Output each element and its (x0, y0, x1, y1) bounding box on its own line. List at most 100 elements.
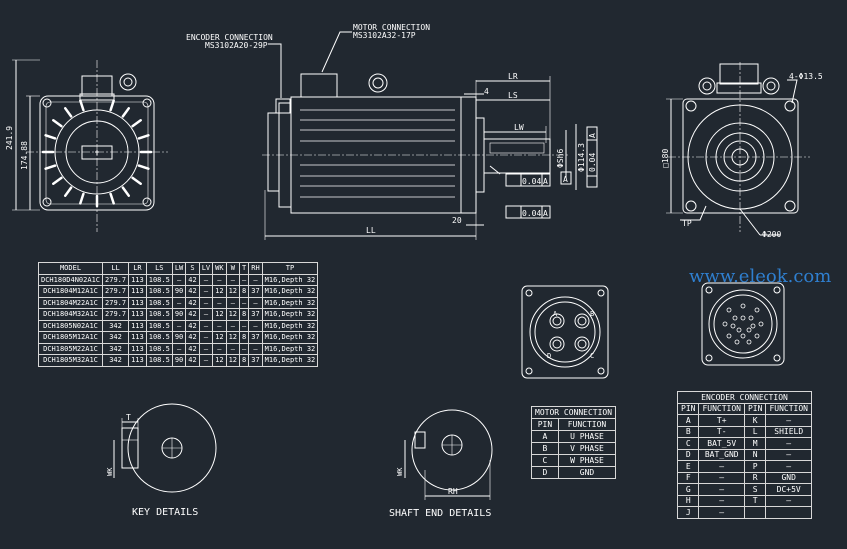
spec-column-header: LL (102, 262, 130, 275)
spec-cell: M16,Depth 32 (261, 342, 319, 355)
ec-cell (743, 506, 767, 519)
ec-cell: R (743, 471, 767, 484)
front-view (12, 59, 168, 232)
encoder-pin-hole (736, 327, 742, 333)
cooling-fin (79, 192, 85, 205)
ec-cell: — (765, 460, 812, 473)
side-view (262, 31, 598, 240)
spec-cell: 108.5 (145, 319, 173, 332)
spec-cell: 342 (102, 319, 130, 332)
encoder-connection-table: ENCODER CONNECTION PIN FUNCTION PIN FUNC… (676, 391, 812, 519)
encoder-connector-pins (722, 303, 764, 345)
spec-cell: — (198, 319, 214, 332)
encoder-pin-hole (740, 315, 746, 321)
ec-cell: K (743, 414, 767, 427)
motor-pin-label: C (590, 352, 594, 360)
ec-cell: T (743, 494, 767, 507)
ec-cell: — (698, 460, 745, 473)
cooling-fin (52, 119, 63, 128)
datum-a-2: A (543, 209, 548, 218)
spec-cell: 113 (128, 342, 147, 355)
datum-a-3: A (563, 175, 568, 184)
spec-cell: — (212, 296, 227, 309)
spec-cell: DCH1804M12A1C (37, 285, 104, 298)
shaft-end-details-title: SHAFT END DETAILS (389, 508, 491, 519)
key-details-drawing (113, 403, 217, 493)
motor-pin-label: A (553, 310, 558, 318)
dim-ll: LL (366, 226, 376, 235)
spec-cell: 8 (239, 285, 250, 298)
ec-header-function: FUNCTION (765, 402, 812, 415)
spec-column-header: LS (145, 262, 173, 275)
spec-column-header: T (239, 262, 250, 275)
cooling-fin (137, 134, 150, 140)
encoder-connection-callout: ENCODER CONNECTION (186, 33, 273, 42)
ec-cell (765, 506, 812, 519)
ec-table-row: E—P— (676, 460, 812, 473)
cooling-fin (121, 186, 130, 197)
spec-cell: M16,Depth 32 (261, 319, 319, 332)
spec-cell: M16,Depth 32 (261, 285, 319, 298)
ec-cell: E (676, 460, 700, 473)
ec-cell: T+ (698, 414, 745, 427)
spec-cell: — (198, 273, 214, 286)
spec-cell: — (225, 342, 241, 355)
spec-cell: M16,Depth 32 (261, 354, 319, 367)
spec-cell: 108.5 (145, 285, 173, 298)
encoder-pin-hole (746, 339, 752, 345)
mc-header-pin: PIN (531, 418, 559, 431)
ec-cell: — (765, 437, 812, 450)
mc-cell: W PHASE (557, 454, 617, 467)
spec-cell: DCH1804M22A1C (37, 296, 104, 309)
spec-cell: DCH1805M22A1C (37, 342, 104, 355)
flange-view (666, 62, 810, 236)
datum-a-4: A (588, 133, 597, 138)
spec-cell: 12 (212, 285, 227, 298)
spec-cell: M16,Depth 32 (261, 308, 319, 321)
cooling-fin (52, 176, 63, 185)
motor-connection-callout: MOTOR CONNECTION (353, 23, 430, 32)
encoder-pin-hole (754, 307, 760, 313)
spec-cell: 90 (171, 331, 187, 344)
key-details-title: KEY DETAILS (132, 507, 198, 518)
spec-cell: 279.7 (102, 308, 130, 321)
tolerance-value-1: 0.04 (522, 177, 541, 186)
spec-cell: — (198, 354, 214, 367)
ec-table-row: J— (676, 506, 812, 519)
dim-241: 241.9 (5, 126, 14, 150)
cooling-fin (137, 164, 150, 170)
spec-cell: 113 (128, 273, 147, 286)
spec-column-header: RH (248, 262, 263, 275)
tolerance-value-3: 0.04 (588, 153, 597, 172)
spec-cell: — (171, 342, 187, 355)
ec-cell: S (743, 483, 767, 496)
mc-cell: B (531, 442, 559, 455)
ec-header-function: FUNCTION (698, 402, 745, 415)
ec-cell: BAT_GND (698, 448, 745, 461)
ec-cell: — (765, 448, 812, 461)
shaft-end-details-drawing (404, 409, 493, 500)
encoder-pin-hole (734, 339, 740, 345)
encoder-pin-hole (730, 323, 736, 329)
spec-cell: 42 (185, 354, 200, 367)
spec-cell: — (198, 296, 214, 309)
spec-cell: 113 (128, 354, 147, 367)
spec-cell: — (212, 319, 227, 332)
encoder-connection-title: ENCODER CONNECTION (677, 391, 812, 404)
ec-cell: — (698, 506, 745, 519)
spec-cell: — (239, 296, 250, 309)
mc-cell: D (531, 466, 559, 479)
spec-cell: 279.7 (102, 296, 130, 309)
spec-cell: 42 (185, 285, 200, 298)
spec-cell: 12 (212, 308, 227, 321)
